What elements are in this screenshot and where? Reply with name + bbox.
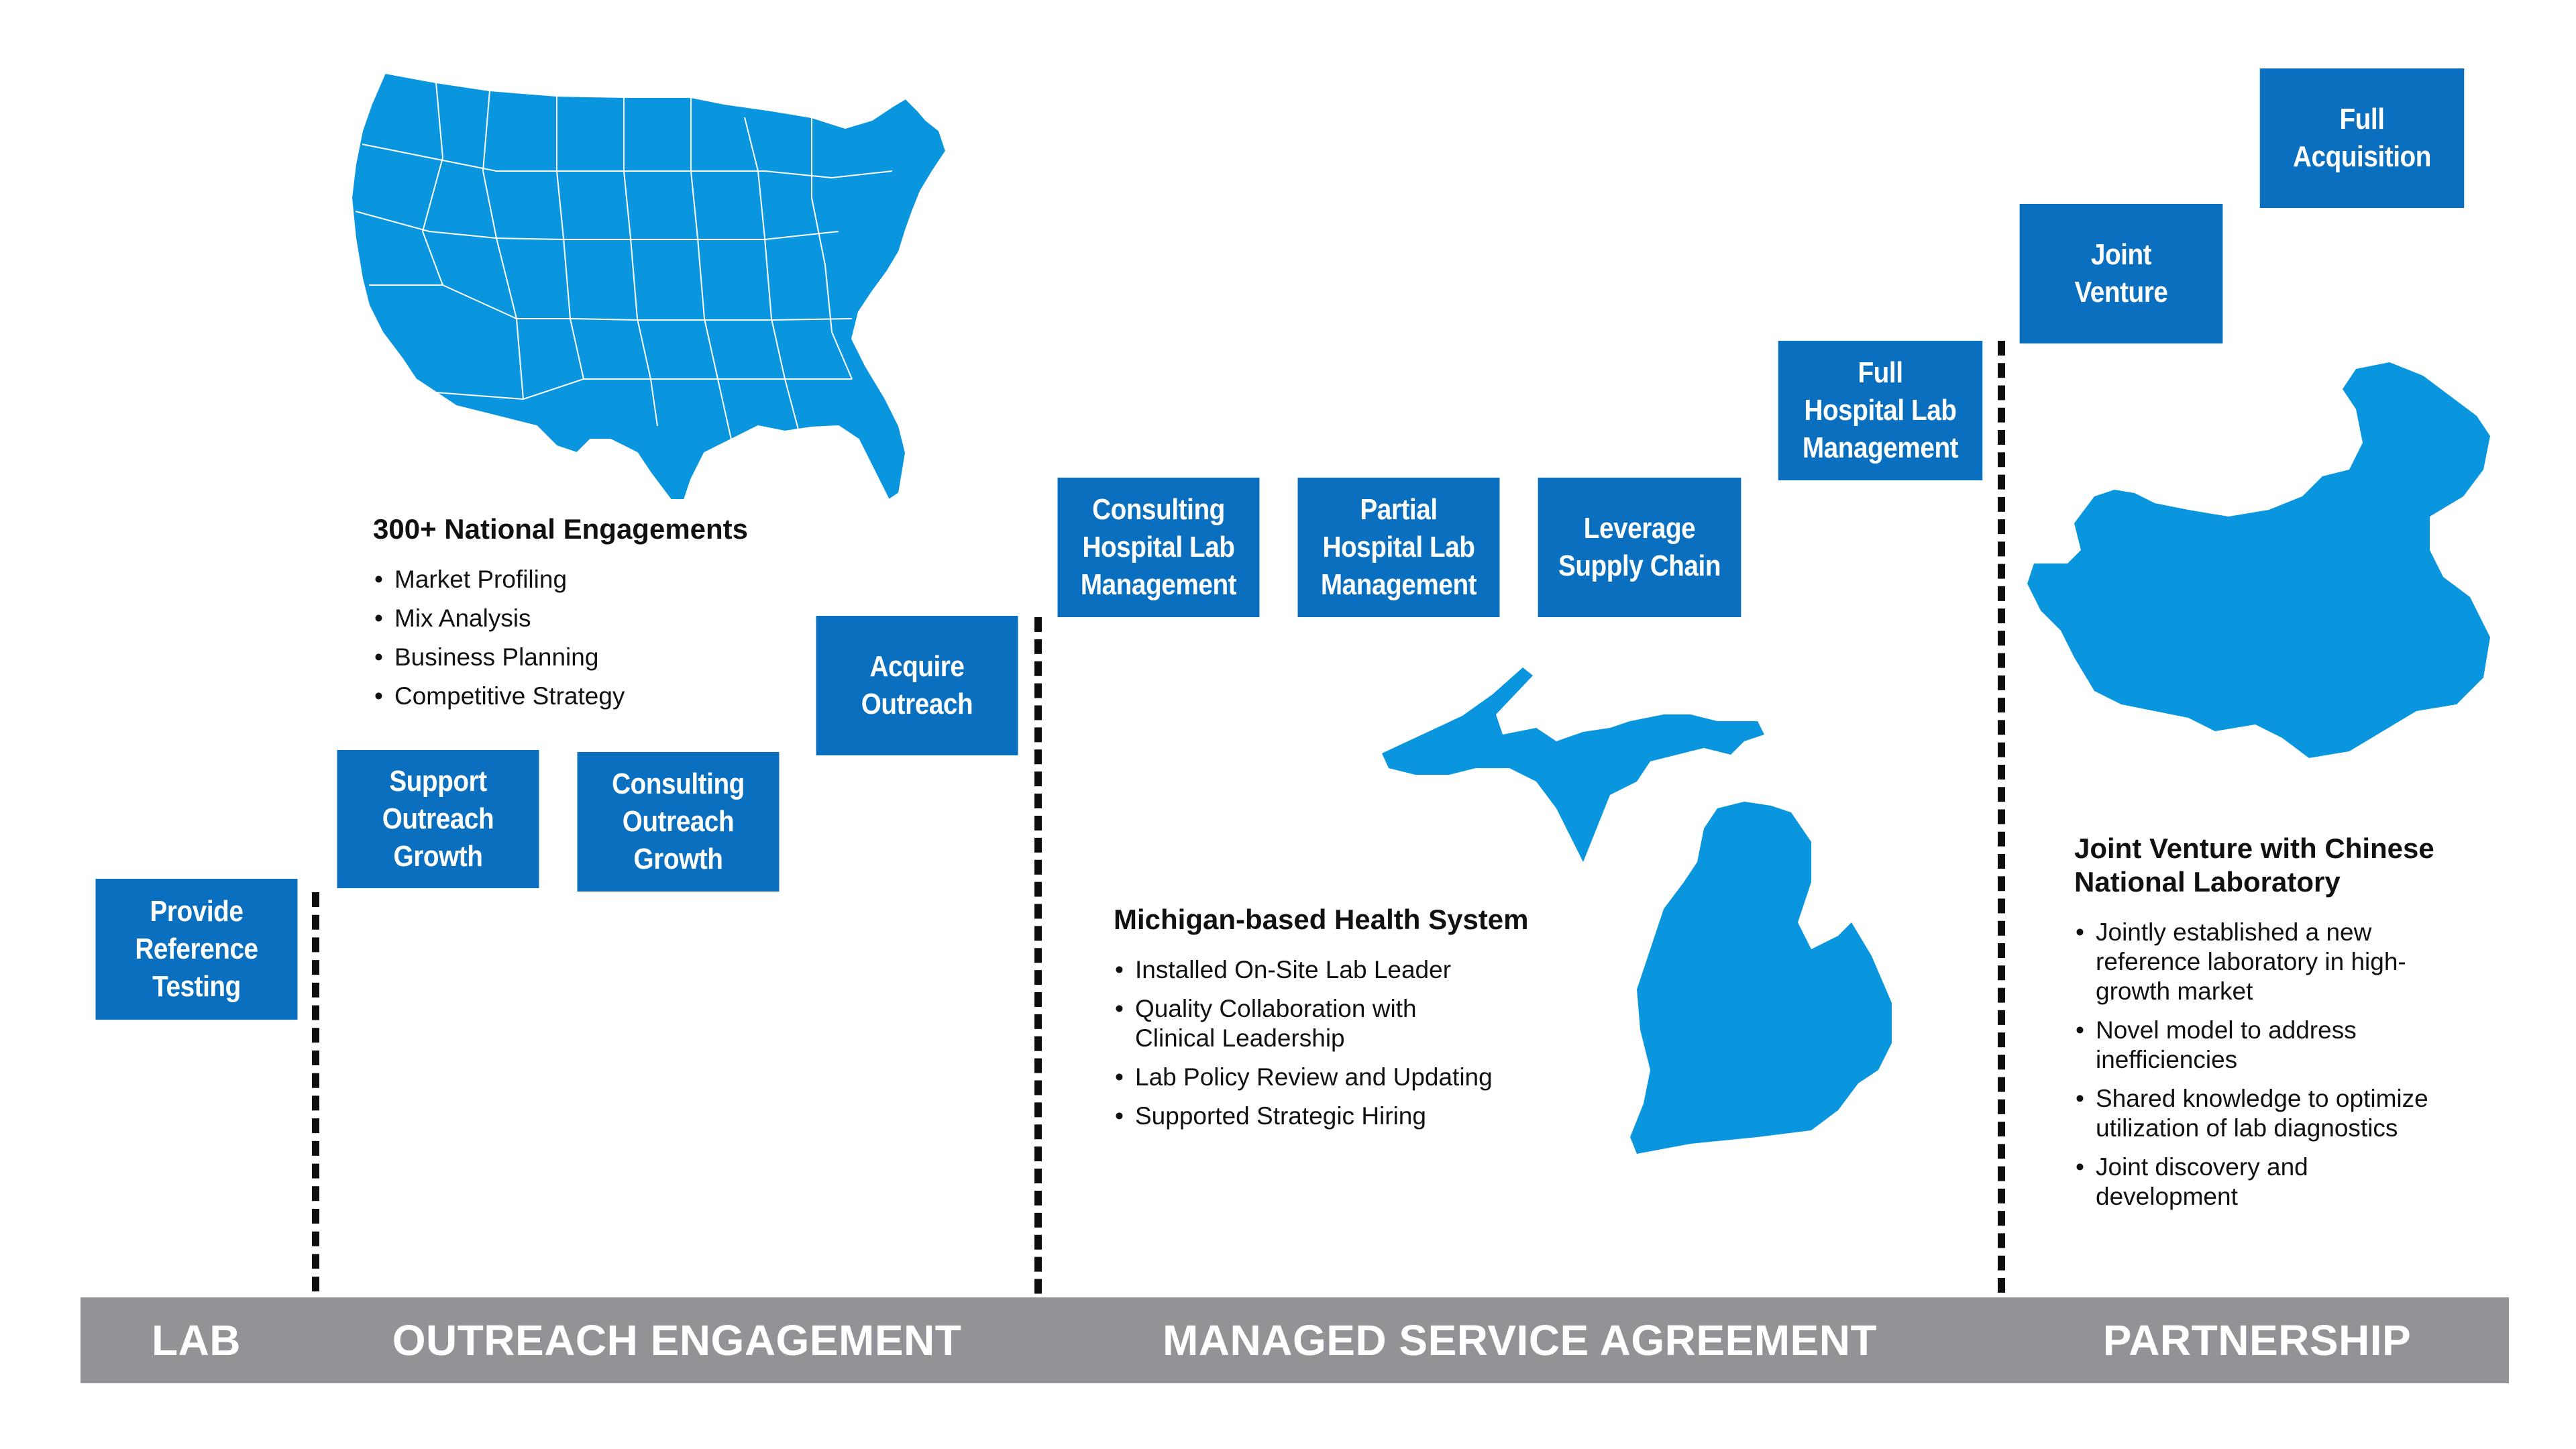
step-consulting-hospital-lab-management: Consulting Hospital Lab Management [1057, 478, 1260, 617]
step-provide-reference-testing: Provide Reference Testing [95, 879, 298, 1020]
step-leverage-supply-chain: Leverage Supply Chain [1538, 478, 1741, 617]
michigan-map-icon [1382, 667, 1892, 1154]
michigan-title: Michigan-based Health System [1114, 904, 1529, 935]
michigan-list: Installed On-Site Lab Leader Quality Col… [1115, 955, 1493, 1140]
list-item: Supported Strategic Hiring [1115, 1102, 1493, 1131]
phase-divider [1998, 341, 2005, 1382]
step-full-hospital-lab-management: Full Hospital Lab Management [1778, 341, 1983, 480]
step-partial-hospital-lab-management: Partial Hospital Lab Management [1297, 478, 1500, 617]
national-engagements-list: Market Profiling Mix Analysis Business P… [374, 565, 625, 720]
step-acquire-outreach: Acquire Outreach [816, 616, 1018, 755]
list-item: Market Profiling [374, 565, 625, 594]
phase-managed-service-agreement: MANAGED SERVICE AGREEMENT [1162, 1316, 1878, 1364]
list-item: Shared knowledge to optimize utilization… [2076, 1084, 2428, 1143]
step-joint-venture: Joint Venture [2019, 204, 2223, 343]
step-support-outreach-growth: Support Outreach Growth [337, 750, 539, 888]
phase-lab: LAB [151, 1316, 241, 1364]
phase-bar [80, 1297, 2509, 1383]
list-item: Joint discovery and development [2076, 1152, 2428, 1212]
china-list: Jointly established a new reference labo… [2076, 918, 2428, 1221]
phase-divider [1034, 617, 1042, 1382]
china-map-icon [2027, 362, 2490, 758]
list-item: Novel model to address inefficiencies [2076, 1016, 2428, 1075]
step-full-acquisition: Full Acquisition [2259, 68, 2465, 208]
list-item: Quality Collaboration with Clinical Lead… [1115, 994, 1493, 1053]
phase-divider [312, 892, 319, 1382]
list-item: Lab Policy Review and Updating [1115, 1063, 1493, 1092]
usa-map-icon [350, 72, 947, 501]
list-item: Jointly established a new reference labo… [2076, 918, 2428, 1006]
step-consulting-outreach-growth: Consulting Outreach Growth [577, 752, 780, 892]
national-engagements-title: 300+ National Engagements [373, 513, 749, 545]
list-item: Mix Analysis [374, 604, 625, 633]
china-title: Joint Venture with Chinese National Labo… [2074, 833, 2434, 898]
list-item: Business Planning [374, 643, 625, 672]
list-item: Installed On-Site Lab Leader [1115, 955, 1493, 985]
list-item: Competitive Strategy [374, 682, 625, 711]
phase-partnership: PARTNERSHIP [2102, 1316, 2412, 1364]
phase-outreach-engagement: OUTREACH ENGAGEMENT [392, 1316, 962, 1364]
